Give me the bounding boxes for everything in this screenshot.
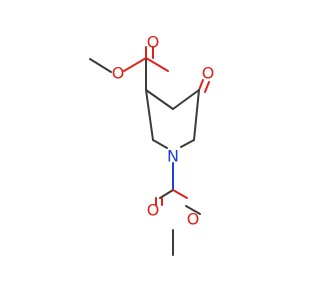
bond-ring-c4-ketone	[172, 89, 200, 110]
atom-o-ester-top-carbonyl: O	[147, 33, 160, 52]
bond-carbamate-o2-methyl	[185, 205, 201, 215]
bond-ester-top-o-right	[145, 57, 169, 72]
bond-ring-c4-c5	[193, 89, 200, 141]
atom-labels: O O O N O O	[112, 33, 215, 229]
bond-ring-c2-n	[152, 139, 168, 149]
bond-ketone-o-1	[198, 79, 204, 91]
atom-o-carbamate-ether: O	[187, 210, 200, 229]
atom-o-ester-top-ether: O	[112, 64, 125, 83]
molecule-diagram: O O O N O O	[89, 32, 215, 256]
bond-methyl-top	[89, 58, 112, 73]
atom-o-ketone: O	[202, 64, 215, 83]
atom-n-ring: N	[167, 147, 179, 166]
bond-o-ether-top	[123, 57, 147, 72]
bonds	[89, 46, 210, 256]
bond-carbamate-c-o	[159, 189, 174, 199]
bond-ketone-o-2	[204, 81, 210, 93]
bond-carbamate-c-o2	[172, 189, 188, 199]
bond-ring-c5-n	[180, 139, 195, 148]
bond-ring-c3-c2	[145, 89, 154, 141]
bond-ring-c3-c4	[145, 89, 174, 110]
molecule-svg: O O O N O O	[89, 33, 215, 256]
atom-o-carbamate-carbonyl: O	[147, 201, 160, 220]
